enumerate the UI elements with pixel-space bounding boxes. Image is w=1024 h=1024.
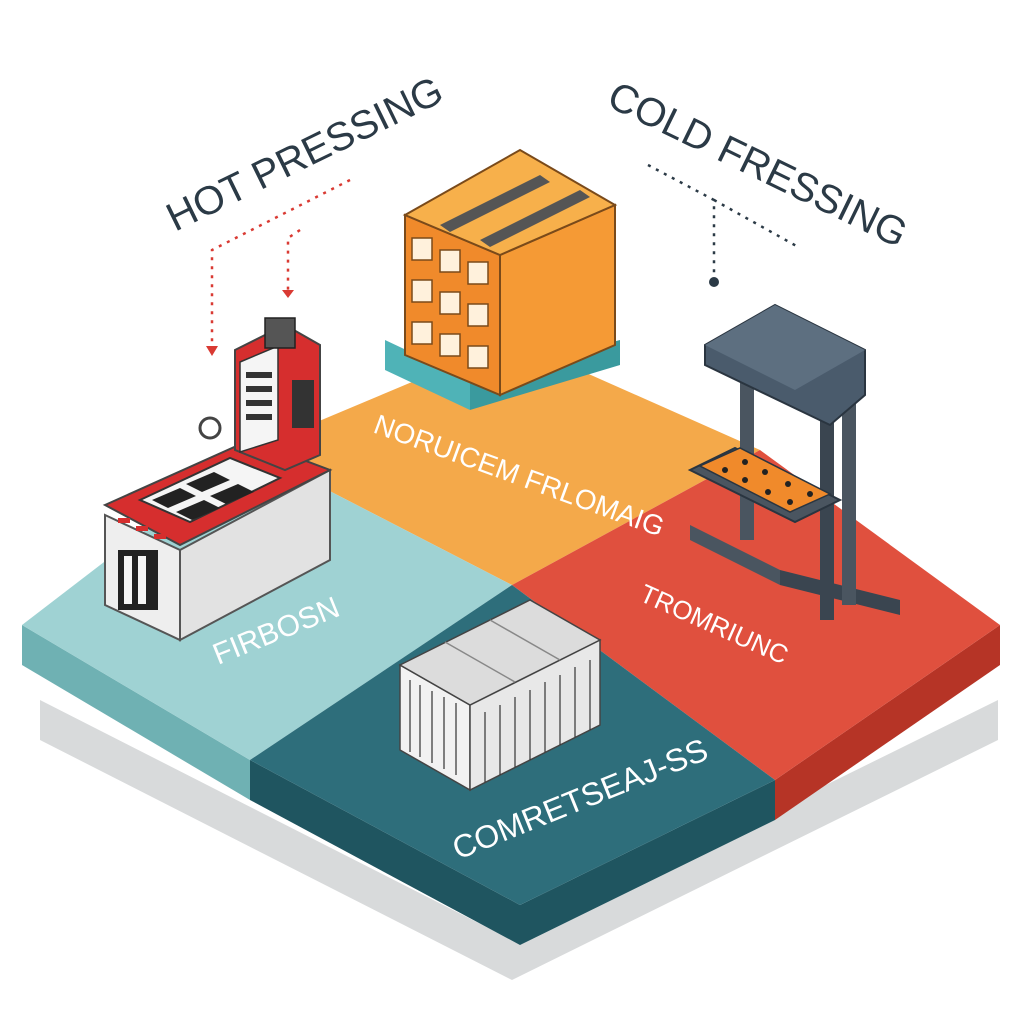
hot-press-machine-icon: [102, 317, 333, 642]
callout-lines: [210, 163, 801, 350]
callout-cold-pressing: COLD FRESSING: [601, 74, 914, 257]
quadrant-top: [250, 340, 760, 585]
arrow-icon: [282, 290, 294, 298]
arrow-icon: [206, 346, 218, 356]
compressed-block-icon: [398, 599, 602, 792]
quadrant-left: [22, 450, 512, 760]
dot-icon: [709, 277, 719, 287]
orange-mold-box-icon: [385, 148, 620, 410]
quadrant-right: [512, 450, 1000, 780]
cold-press-frame-icon: [687, 303, 900, 620]
platform: [22, 625, 1000, 980]
